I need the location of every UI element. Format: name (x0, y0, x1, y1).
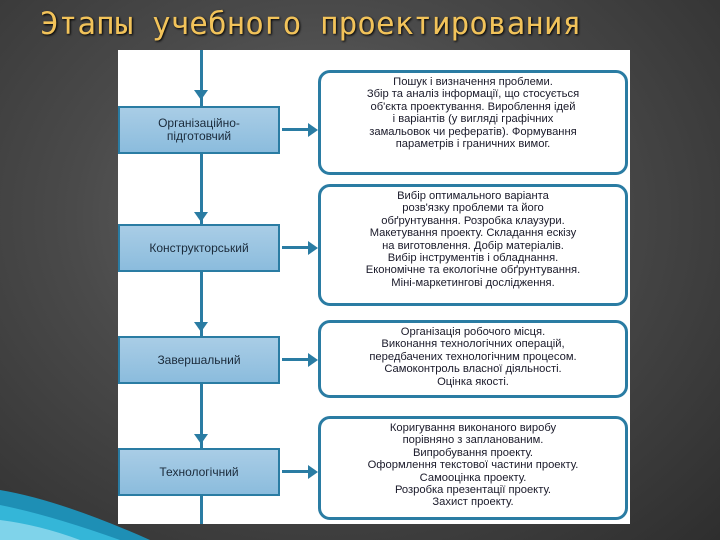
description-line: Оформлення текстової частини проекту. (367, 459, 579, 472)
description-line: Пошук і визначення проблеми. (393, 76, 553, 88)
corner-decoration (0, 490, 150, 540)
stage-box-construction: Конструкторський (118, 224, 280, 272)
slide-title: Этапы учебного проектирования (40, 6, 582, 42)
description-line: замальовок чи рефератів). Формування (369, 125, 577, 138)
stage-description-construction: Вибір оптимального варіанта розв'язку пр… (318, 184, 628, 306)
description-line: обґрунтування. Розробка клаузури. (381, 214, 565, 227)
stage-box-final: Завершальний (118, 336, 280, 384)
stage-connector (282, 128, 312, 131)
description-line: на виготовлення. Добір матеріалів. (382, 239, 564, 252)
arrow-down-icon (194, 90, 208, 100)
description-line: Макетування проекту. Складання ескізу (369, 227, 577, 240)
stage-box-technological: Технологічний (118, 448, 280, 496)
description-line: Розробка презентації проекту. (394, 484, 552, 497)
description-line: Самооцінка проекту. (419, 471, 527, 484)
stage-connector (282, 470, 312, 473)
stage-description-organizational: Пошук і визначення проблеми. Збір та ана… (318, 70, 628, 175)
stage-description-final: Організація робочого місця. Виконання те… (318, 320, 628, 398)
arrow-right-icon (308, 353, 318, 367)
description-line: Коригування виконаного виробу (389, 422, 557, 434)
stage-description-technological: Коригування виконаного виробу порівняно … (318, 416, 628, 520)
description-line: параметрів і граничних вимог. (395, 138, 551, 151)
description-line: розв'язку проблеми та його (402, 202, 544, 215)
stage-label: Завершальний (157, 352, 241, 367)
description-line: Вибір оптимального варіанта (397, 190, 549, 202)
arrow-right-icon (308, 465, 318, 479)
description-line: Економічне та екологічне обґрунтування. (365, 264, 581, 277)
description-line: Організація робочого місця. (400, 326, 546, 338)
description-line: Міні-маркетингові дослідження. (391, 276, 555, 289)
stage-label: Технологічний (159, 464, 239, 479)
stage-label: Організаційно-підготовчий (158, 116, 240, 143)
arrow-down-icon (194, 434, 208, 444)
description-line: об'єкта проектування. Вироблення ідей (370, 100, 576, 113)
description-line: Збір та аналіз інформації, що стосується (366, 88, 580, 101)
diagram-panel: Організаційно-підготовчий Пошук і визнач… (118, 50, 630, 524)
stage-box-organizational: Організаційно-підготовчий (118, 106, 280, 154)
description-line: Виконання технологічних операцій, (381, 338, 565, 351)
description-line: Оцінка якості. (437, 375, 509, 388)
stage-connector (282, 246, 312, 249)
stage-connector (282, 358, 312, 361)
description-line: Випробування проекту. (412, 446, 534, 459)
description-line: Самоконтроль власної діяльності. (384, 363, 562, 376)
arrow-right-icon (308, 123, 318, 137)
description-line: Захист проекту. (432, 496, 514, 509)
flow-spine (200, 50, 203, 524)
description-line: порівняно з запланованим. (402, 434, 544, 447)
description-line: і варіантів (у вигляді графічних (392, 113, 554, 126)
arrow-down-icon (194, 322, 208, 332)
stage-label: Конструкторський (149, 240, 249, 255)
description-line: передбачених технологічним процесом. (369, 350, 577, 363)
description-line: Вибір інструментів і обладнання. (387, 252, 559, 265)
arrow-down-icon (194, 212, 208, 222)
arrow-right-icon (308, 241, 318, 255)
